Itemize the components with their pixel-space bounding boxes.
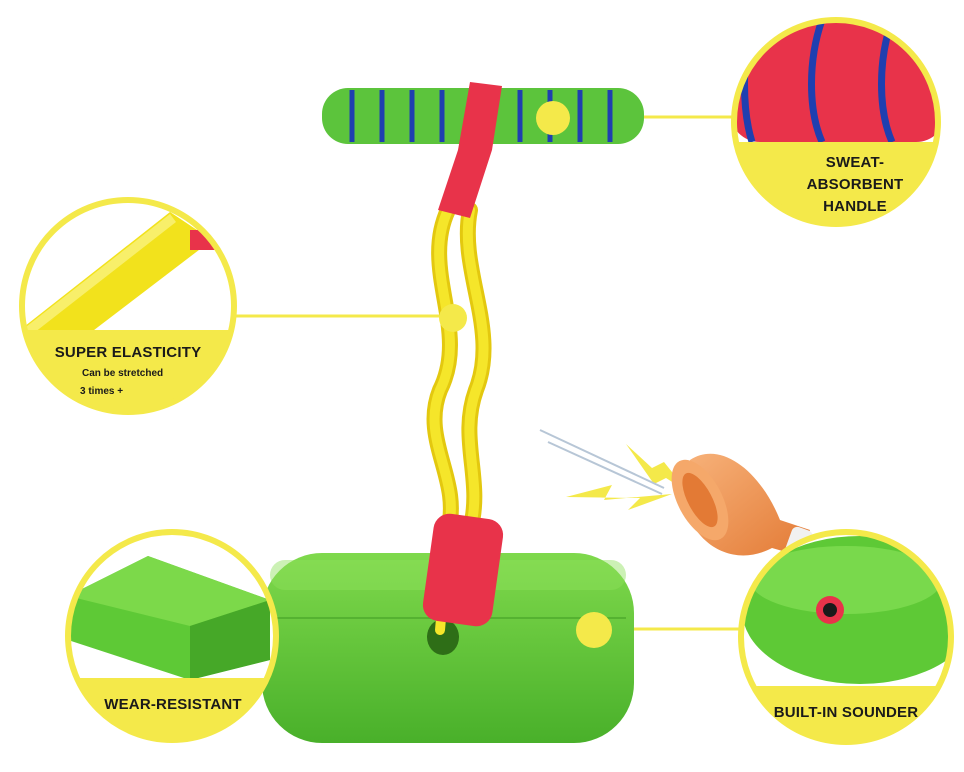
handle-label-line-3: HANDLE	[823, 198, 887, 215]
callout-elasticity-sub1: Can be stretched	[82, 368, 164, 379]
sound-wave-lines	[539, 429, 665, 495]
callout-elasticity-sub2: 3 times +	[80, 386, 124, 397]
callout-sounder-title: BUILT-IN SOUNDER	[773, 704, 919, 721]
callout-handle-label: SWEAT- ABSORBENT HANDLE	[780, 152, 930, 218]
callout-sounder-circle	[738, 529, 954, 745]
elastic-bands	[426, 202, 492, 635]
callout-elasticity-title: SUPER ELASTICITY	[54, 344, 202, 361]
lower-foam-sleeve	[422, 513, 504, 627]
callout-wear-title: WEAR-RESISTANT	[104, 696, 242, 713]
handle-label-line-1: SWEAT-	[825, 154, 885, 171]
handle-clip	[438, 82, 502, 218]
handle-label-line-2: ABSORBENT	[806, 176, 904, 193]
marker-dots	[439, 101, 612, 648]
